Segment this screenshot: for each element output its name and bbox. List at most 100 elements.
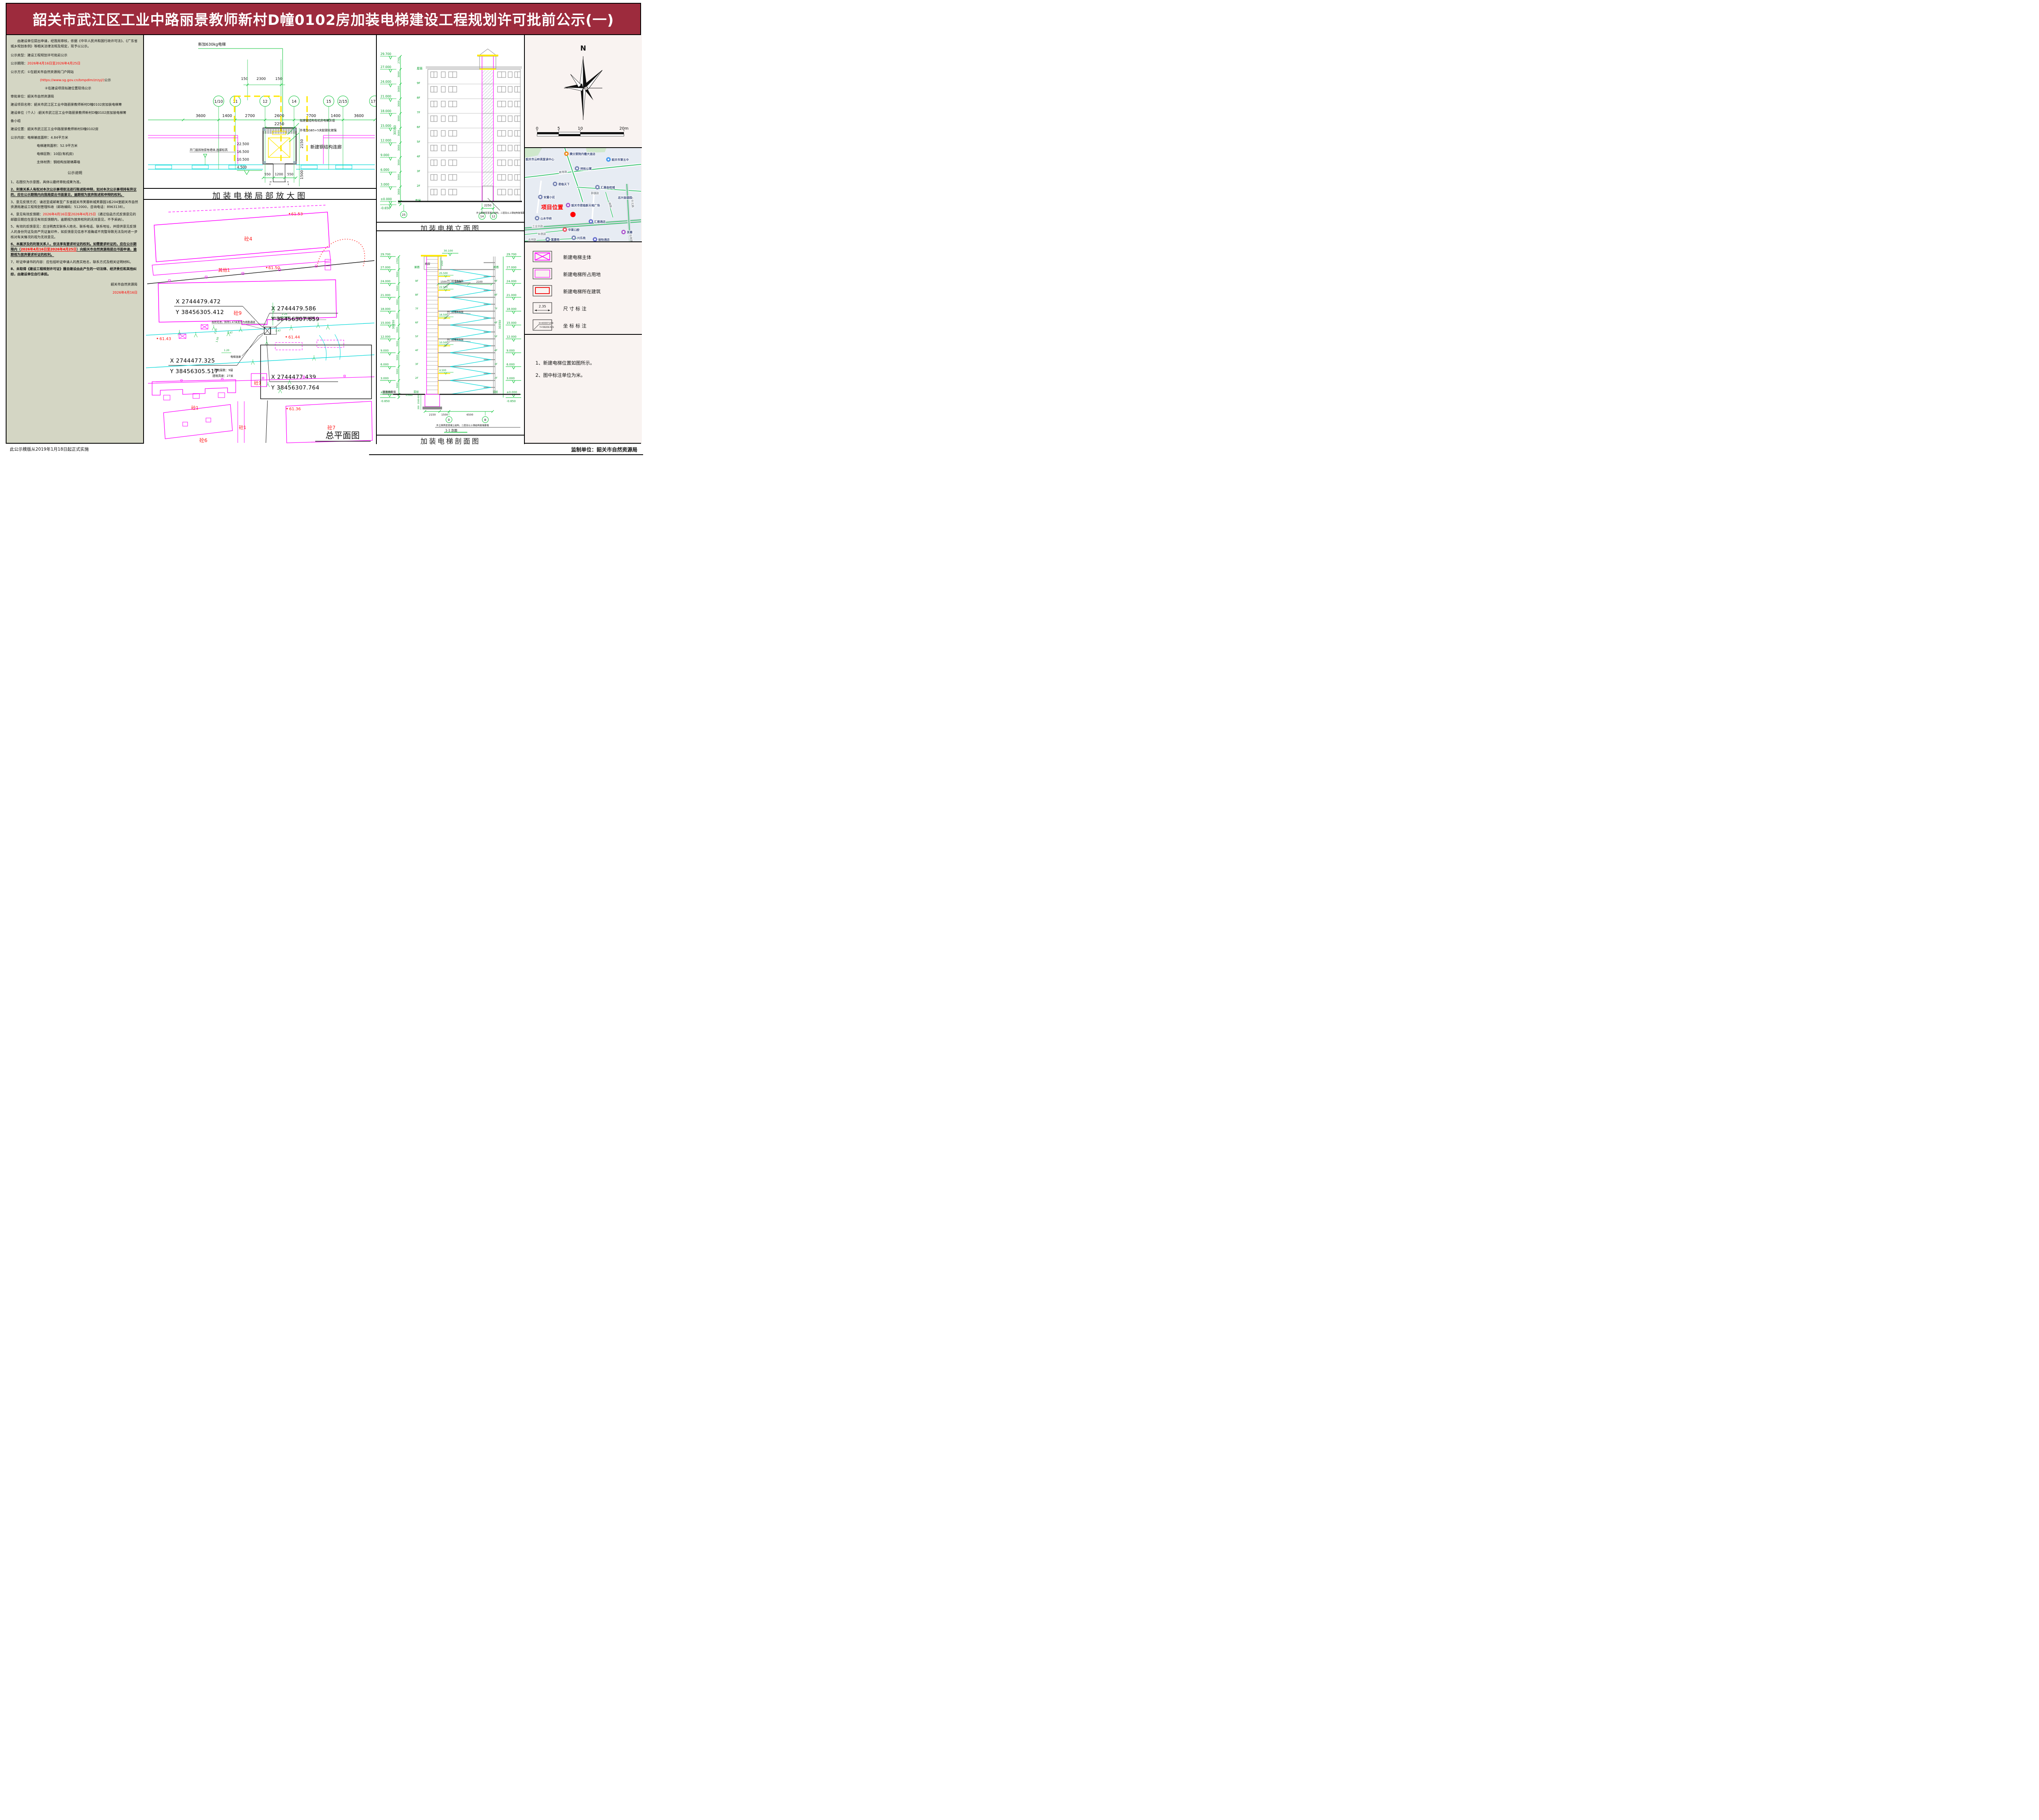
svg-text:志兴金碧园: 志兴金碧园	[618, 196, 632, 199]
svg-text:祥和公寓: 祥和公寓	[580, 167, 592, 170]
window-block	[192, 165, 209, 169]
right-column: N 0	[524, 35, 642, 443]
svg-text:3000: 3000	[398, 159, 400, 166]
elevation-panel: 29.700 27.000 24.000 21.000 18.000 15.00…	[377, 35, 527, 233]
grass-symbols	[177, 323, 330, 394]
window-block	[155, 165, 172, 169]
map-note-2: 2、图中标注单位为米。	[535, 372, 586, 378]
svg-text:屋面: 屋面	[417, 67, 422, 70]
notice-method2-row: ②在建设项目拟建位置现场公示	[45, 86, 91, 90]
svg-text:4F: 4F	[417, 155, 420, 158]
map-pois: 腾文筱院丹霞大道店 韶关市第五中 祥和公寓 韶关市云岭高复读中心 君临天下 汇展…	[525, 151, 633, 242]
section-subtitle: 1-1 剖面	[445, 428, 458, 432]
svg-text:Y 38456305.517: Y 38456305.517	[170, 368, 218, 375]
svg-text:15.000: 15.000	[380, 321, 391, 325]
svg-text:14: 14	[292, 100, 296, 104]
svg-text:12: 12	[492, 215, 495, 218]
svg-text:兴乐苑: 兴乐苑	[577, 236, 586, 240]
svg-text:X=43337.034: X=43337.034	[539, 322, 554, 325]
svg-text:砼1: 砼1	[191, 405, 199, 411]
new-lift-label: 新加630kg电梯	[198, 42, 226, 47]
window-block	[301, 165, 318, 169]
notice-url: (https://www.sg.gov.cn/bmpdlm/zrzyj/)	[40, 77, 104, 82]
glass-wall-label: 钢玻璃幕墙	[383, 390, 396, 394]
svg-text:砼1: 砼1	[254, 380, 261, 386]
machine-room-label: 机房	[425, 262, 430, 265]
svg-text:9.000: 9.000	[380, 349, 389, 352]
svg-text:3000: 3000	[398, 115, 400, 122]
new-lift-label-group: 新加630kg电梯	[198, 42, 283, 126]
svg-text:3000: 3000	[396, 299, 399, 305]
footer-supervisor: 监制单位：韶关市自然资源局	[571, 447, 637, 453]
svg-text:芙蓉: 芙蓉	[626, 230, 633, 234]
notice-item-1: 1、右图仅为示意图，具体以最终审批成果为准。	[11, 180, 83, 184]
svg-text:29.700: 29.700	[380, 52, 391, 56]
svg-text:17: 17	[371, 100, 376, 104]
svg-text:12: 12	[263, 100, 268, 104]
svg-text:汇展金桂城: 汇展金桂城	[601, 186, 615, 189]
svg-text:富康苑: 富康苑	[551, 238, 560, 241]
legend-item-elevator-land: 新建电梯所占用地	[533, 268, 601, 279]
elevator-shaft-plan	[263, 128, 296, 191]
svg-text:6.12: 6.12	[272, 307, 275, 312]
svg-text:24.000: 24.000	[380, 80, 391, 84]
project-location-marker: 项目位置	[541, 204, 576, 217]
svg-text:3000: 3000	[398, 101, 400, 107]
grid-circle	[288, 95, 300, 107]
new-lift-leader	[198, 48, 283, 126]
legend-item-coordinate: X=43337.034 Y=58209.521 坐 标 标 注	[533, 319, 586, 331]
shaft-symbol-site: 6.12 2.25 2.15 1.47 1.47 1.50 1.20	[214, 303, 289, 353]
svg-text:Y 38456305.412: Y 38456305.412	[175, 309, 224, 316]
svg-text:27.000: 27.000	[380, 266, 391, 269]
svg-text:吉祥路: 吉祥路	[528, 238, 536, 241]
title-banner: 韶关市武江区工业中路丽景教师新村D幢0102房加装电梯建设工程规划许可批前公示(…	[7, 4, 640, 35]
svg-text:3000: 3000	[396, 383, 399, 388]
svg-text:安置小区: 安置小区	[544, 195, 555, 199]
section-drawing: 29.700 27.000 24.000 21.000 18.000 15.00…	[380, 249, 521, 433]
notice-item-8: 8、未取得《建设工程规划许可证》擅自建设由此产生的一切法律、经济责任和其他纠纷，…	[11, 267, 137, 276]
svg-text:10: 10	[578, 126, 583, 131]
svg-text:1.20: 1.20	[224, 349, 230, 352]
svg-text:22.500: 22.500	[237, 142, 249, 146]
svg-text:4F: 4F	[494, 349, 498, 352]
svg-text:2700: 2700	[398, 57, 400, 64]
svg-text:首层: 首层	[415, 199, 421, 202]
svg-text:12.000: 12.000	[380, 335, 391, 338]
signature-date: 2026年4月16日	[112, 290, 137, 294]
elevator-pit	[425, 394, 440, 407]
svg-text:3000: 3000	[398, 174, 400, 180]
elevation-drawing: 29.700 27.000 24.000 21.000 18.000 15.00…	[380, 49, 527, 220]
svg-text:开门层墙体拆除: 开门层墙体拆除	[447, 279, 464, 283]
notice-explain-heading: 公示说明	[67, 171, 82, 175]
svg-text:15.000: 15.000	[380, 124, 391, 128]
footer-line	[369, 454, 643, 455]
svg-text:27.000: 27.000	[506, 266, 517, 269]
svg-text:建筑层数：9层: 建筑层数：9层	[214, 368, 233, 372]
svg-text:现状花池，拆除1.47米宽作为疏散通道: 现状花池，拆除1.47米宽作为疏散通道	[212, 321, 255, 324]
detail-plan-panel: 新加630kg电梯 150 2300 150	[144, 35, 380, 201]
compass-drawing: N 0	[536, 44, 628, 137]
svg-text:9F: 9F	[415, 279, 418, 283]
grid-axis-group: 1/10 11 12 14 15 2/15 17	[213, 95, 380, 183]
svg-text:新建电梯所占用地: 新建电梯所占用地	[563, 272, 601, 277]
coordinate-callouts: X 2744479.472 Y 38456305.412 X 2744479.5…	[168, 299, 338, 391]
flower-bed-notes: 现状花池，拆除1.47米宽作为疏散通道 现状花池，拆除1.47米宽作为疏散通道	[212, 316, 326, 330]
svg-text:25: 25	[402, 213, 406, 217]
svg-text:华莱口腔: 华莱口腔	[568, 228, 579, 232]
note-wall: 外墙为GB5+5夹胶钢化玻璃	[300, 128, 336, 132]
sheet-frame: 韶关市武江区工业中路丽景教师新村D幢0102房加装电梯建设工程规划许可批前公示(…	[6, 3, 642, 446]
svg-text:开门层墙体拆除: 开门层墙体拆除	[447, 338, 464, 341]
sect-door-notes: 开门层墙体拆除 开门层墙体拆除 开门层墙体拆除	[443, 279, 471, 347]
svg-text:29.700: 29.700	[380, 253, 391, 256]
svg-text:9.000: 9.000	[506, 349, 515, 352]
dim-2250: 2250	[274, 122, 284, 126]
footer-strip: 此公示模版从2019年1月18日起正式实施 监制单位：韶关市自然资源局	[0, 444, 643, 455]
svg-text:2100: 2100	[476, 281, 482, 283]
top-dimension-group: 150 2300 150	[241, 60, 285, 100]
svg-text:2300: 2300	[257, 77, 266, 81]
svg-text:1.47: 1.47	[227, 332, 233, 334]
location-map: 教育路 群康路 工业中路 如意路 吉祥路 新华北路 新华南路 一棉路 腾文筱院丹…	[524, 148, 641, 243]
svg-text:3F: 3F	[415, 363, 418, 366]
window-block	[335, 165, 352, 169]
site-plan-panel: X 2744479.472 Y 38456305.412 X 2744479.5…	[144, 200, 377, 444]
